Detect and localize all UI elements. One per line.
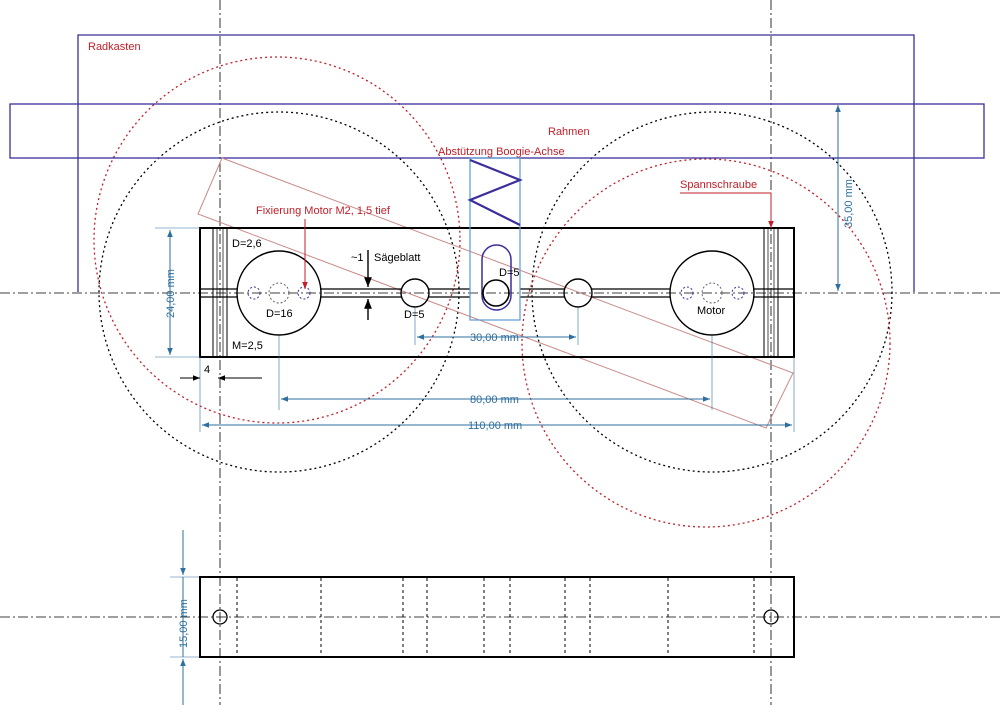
wheels bbox=[93, 56, 893, 528]
side-hole-right bbox=[763, 609, 779, 625]
dim-text-110: 110,00 mm bbox=[468, 420, 522, 432]
wheel-left-black bbox=[98, 111, 460, 473]
label-d26: D=2,6 bbox=[232, 238, 262, 250]
wheel-right-black bbox=[531, 111, 893, 473]
axle-hole-left bbox=[400, 278, 430, 308]
dim-text-35: 35,00 mm bbox=[843, 179, 855, 228]
dimension-lines bbox=[155, 105, 841, 705]
label-width-4: 4 bbox=[204, 364, 210, 376]
hidden-lines bbox=[236, 578, 755, 656]
motor-hole-right bbox=[669, 250, 755, 336]
dim-text-80: 80,00 mm bbox=[470, 394, 519, 406]
spannschraube-leader bbox=[680, 192, 774, 228]
wheel-left-red bbox=[93, 56, 461, 424]
side-hole-left bbox=[212, 609, 228, 625]
support-box bbox=[469, 157, 521, 321]
fix-hole-r2 bbox=[731, 286, 745, 300]
dim-text-24: 24,00 mm bbox=[165, 269, 177, 318]
label-d5-hole: D=5 bbox=[404, 309, 425, 321]
dim-text-30: 30,00 mm bbox=[470, 332, 519, 344]
fix-hole-r1 bbox=[680, 286, 694, 300]
part-outline-side bbox=[199, 576, 795, 658]
radkasten-outline bbox=[77, 34, 915, 292]
part-outline-top bbox=[199, 227, 795, 358]
dim-text-15: 15,00 mm bbox=[178, 599, 190, 648]
wheel-right-red bbox=[521, 158, 891, 528]
motor-shaft-l bbox=[268, 282, 290, 304]
tilted-frame bbox=[197, 157, 794, 429]
axle-hole-right bbox=[563, 278, 593, 308]
saw-slot-outline bbox=[200, 288, 794, 298]
fix-hole-l1 bbox=[247, 286, 261, 300]
label-m25: M=2,5 bbox=[232, 340, 263, 352]
support-boogie-axle bbox=[467, 157, 523, 321]
motor-hole-left bbox=[236, 250, 322, 336]
bogie-frame-side bbox=[199, 576, 795, 658]
label-saegeblatt: Sägeblatt bbox=[374, 252, 420, 264]
bogie-frame-top bbox=[199, 227, 795, 358]
label-saegeblatt-tilde: ~1 bbox=[351, 252, 364, 264]
label-fixierung: Fixierung Motor M2, 1,5 tief bbox=[256, 205, 391, 217]
axle-slot bbox=[481, 244, 512, 311]
label-abstuetzung: Abstützung Boogie-Achse bbox=[438, 146, 565, 158]
motor-shaft-r bbox=[701, 282, 723, 304]
fix-hole-l2 bbox=[297, 286, 311, 300]
label-d16: D=16 bbox=[266, 308, 293, 320]
label-motor: Motor bbox=[697, 305, 725, 317]
axle-circle bbox=[482, 279, 510, 307]
label-d5-slot: D=5 bbox=[499, 267, 520, 279]
motor-fixing-holes bbox=[247, 282, 745, 304]
label-spannschraube: Spannschraube bbox=[680, 179, 757, 191]
label-radkasten: Radkasten bbox=[88, 41, 141, 53]
annotation-arrows bbox=[302, 192, 774, 289]
label-rahmen: Rahmen bbox=[548, 126, 590, 138]
spring-zigzag bbox=[467, 158, 523, 226]
